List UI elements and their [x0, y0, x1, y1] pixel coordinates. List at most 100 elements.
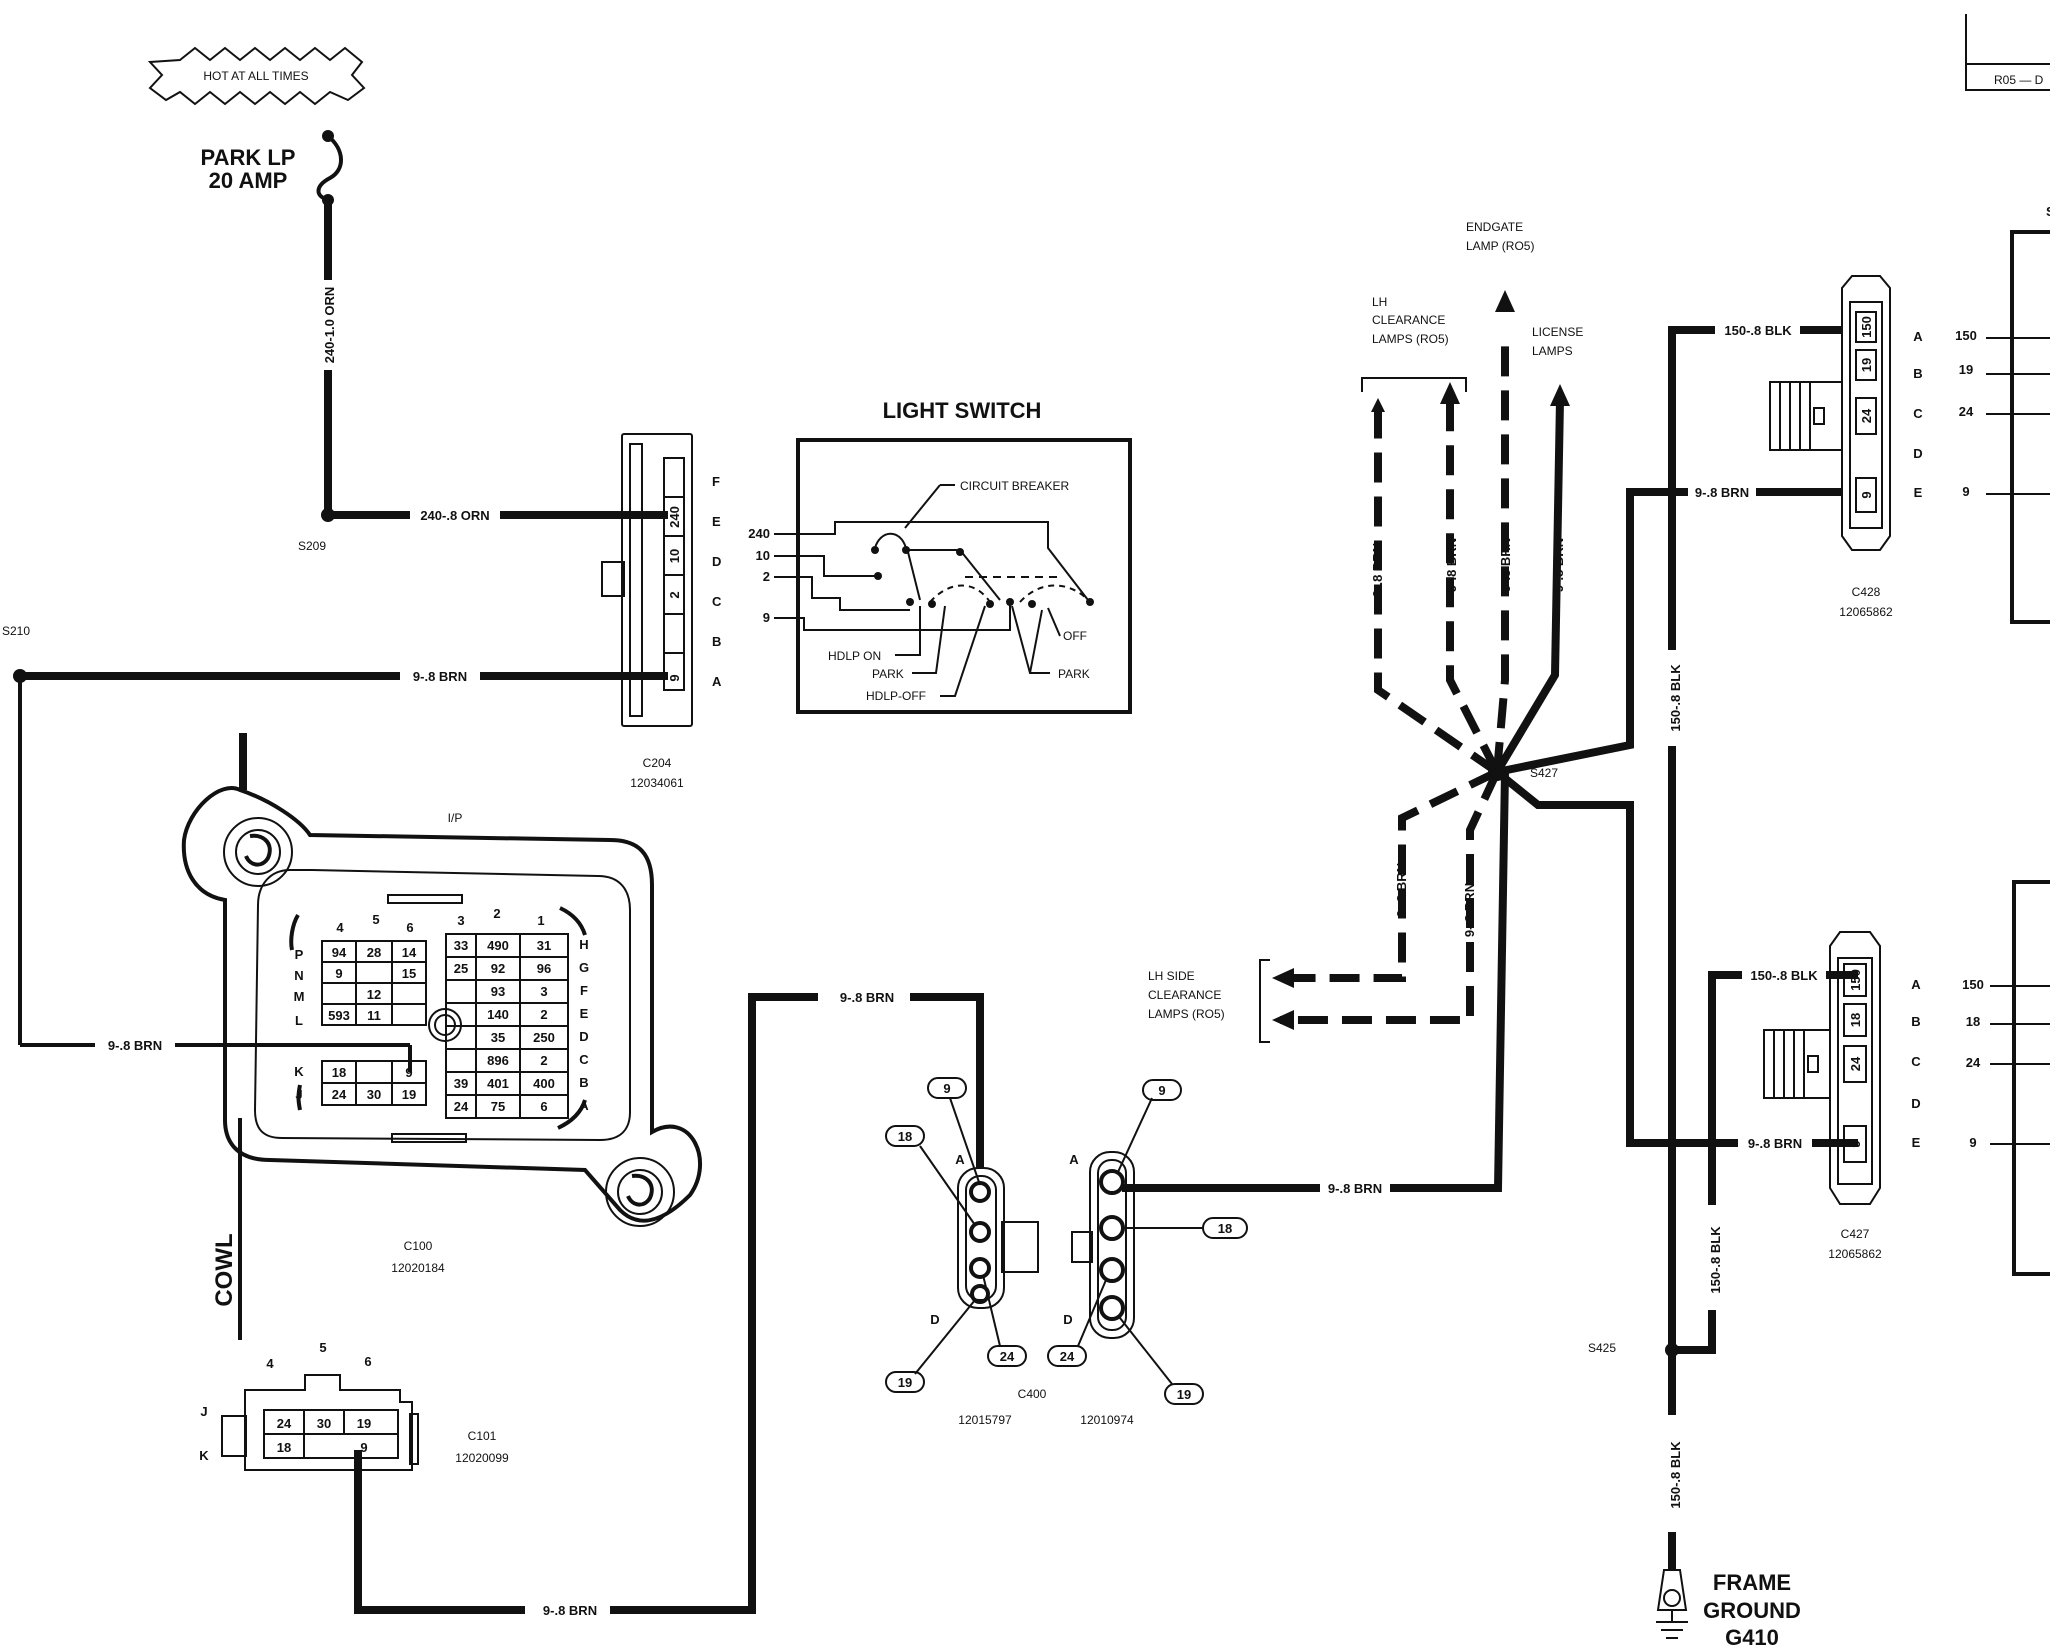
c100-cowl-label: COWL: [211, 1233, 238, 1306]
c100-cell-93: 93: [491, 984, 505, 999]
endgate-label-1: ENDGATE: [1466, 220, 1523, 234]
c204-name: C204: [643, 756, 672, 770]
hot-badge-text: HOT AT ALL TIMES: [203, 69, 308, 83]
c204-row-a: A: [712, 674, 722, 689]
c100-cell-2c: 2: [540, 1053, 547, 1068]
c100-cell-2e: 2: [540, 1007, 547, 1022]
c100-cell-401: 401: [487, 1076, 509, 1091]
c100-row-p: P: [295, 947, 304, 962]
c100-top-1: 1: [537, 913, 544, 928]
c100-row-f: F: [580, 983, 588, 998]
c100-row-n: N: [294, 968, 303, 983]
c101-row-j: J: [200, 1404, 207, 1419]
connector-c204: F E D C B A 240 10 2 9 C204 12034061: [601, 433, 722, 790]
c100-row-d: D: [579, 1029, 588, 1044]
c100-cell-593: 593: [328, 1008, 350, 1023]
c427-cell-24: 24: [1848, 1056, 1863, 1071]
c400-left-tag-19: 19: [898, 1375, 912, 1390]
c101-cell-18: 18: [277, 1440, 291, 1455]
hot-at-all-times-badge: HOT AT ALL TIMES: [147, 46, 366, 106]
c204-cell-2: 2: [667, 591, 682, 598]
c100-cell-35: 35: [491, 1030, 505, 1045]
wire-240-vertical-label: 240-1.0 ORN: [322, 287, 337, 364]
lh-side-label-3: LAMPS (RO5): [1148, 1007, 1225, 1021]
c100-cell-33: 33: [454, 938, 468, 953]
c204-row-b: B: [712, 634, 721, 649]
c100-row-l: L: [295, 1013, 303, 1028]
license-label-2: LAMPS: [1532, 344, 1573, 358]
c100-cell-490: 490: [487, 938, 509, 953]
light-switch: LIGHT SWITCH 240 10 2 9 CIRCUIT BREAKER …: [748, 398, 1132, 714]
fuse-rating: 20 AMP: [209, 168, 288, 193]
wire-9-label-c428: 9-.8 BRN: [1695, 485, 1749, 500]
fuse-element: [316, 134, 343, 202]
ground-label-3: G410: [1725, 1625, 1779, 1648]
endgate-label-2: LAMP (RO5): [1466, 239, 1534, 253]
c100-row-m: M: [294, 989, 305, 1004]
ground-label-2: GROUND: [1703, 1598, 1801, 1623]
c427-cell-150: 150: [1848, 969, 1863, 991]
c428-cell-150: 150: [1859, 316, 1874, 338]
wire-9-label-c400: 9-.8 BRN: [840, 990, 894, 1005]
wire-9-label-lh-clear-1: 9-.8 BRN: [1370, 543, 1385, 597]
c100-top-4: 4: [336, 920, 344, 935]
c204-row-f: F: [712, 474, 720, 489]
c428-cell-9: 9: [1859, 491, 1874, 498]
c427-right-150: 150: [1962, 977, 1984, 992]
c428-right-150: 150: [1955, 328, 1977, 343]
c400-name: C400: [1018, 1387, 1047, 1401]
c427-row-c: C: [1911, 1054, 1921, 1069]
ls-input-9: 9: [763, 610, 770, 625]
c100-cell-250: 250: [533, 1030, 555, 1045]
c100-cell-6: 6: [540, 1099, 547, 1114]
connector-c100: COWL I/P 4 5 6 3 2 1 P N M L K J: [181, 733, 702, 1340]
lh-clearance-label-1: LH: [1372, 295, 1387, 309]
c204-cell-240: 240: [667, 506, 682, 528]
c400-left-tag-24: 24: [1000, 1349, 1015, 1364]
ground-label-1: FRAME: [1713, 1570, 1791, 1595]
c100-cell-28: 28: [367, 945, 381, 960]
c100-cell-9n: 9: [335, 966, 342, 981]
lh-clearance-label-2: CLEARANCE: [1372, 313, 1445, 327]
c100-cell-11: 11: [367, 1008, 381, 1023]
lh-side-label-1: LH SIDE: [1148, 969, 1195, 983]
c101-cell-24: 24: [277, 1416, 292, 1431]
c427-row-b: B: [1911, 1014, 1920, 1029]
c101-top-4: 4: [266, 1356, 274, 1371]
c100-cell-3: 3: [540, 984, 547, 999]
c100-cell-24b: 24: [454, 1099, 469, 1114]
c100-cell-896: 896: [487, 1053, 509, 1068]
c100-row-h: H: [579, 937, 588, 952]
c101-top-6: 6: [364, 1354, 371, 1369]
c204-part: 12034061: [630, 776, 684, 790]
corner-box-text: R05 — D: [1994, 73, 2044, 87]
connector-c427: 150 18 24 9 A B C D E 150 18 24 9 C427 1…: [1763, 931, 2050, 1261]
c101-cell-19: 19: [357, 1416, 371, 1431]
c100-cell-94: 94: [332, 945, 347, 960]
c100-cell-19: 19: [402, 1087, 416, 1102]
c427-right-9: 9: [1969, 1135, 1976, 1150]
c100-cell-25: 25: [454, 961, 468, 976]
wire-150-label-c428: 150-.8 BLK: [1724, 323, 1792, 338]
c100-cell-12: 12: [367, 987, 381, 1002]
c428-row-a: A: [1913, 329, 1923, 344]
c100-top-6: 6: [406, 920, 413, 935]
c100-row-k: K: [294, 1064, 304, 1079]
c100-top-2: 2: [493, 906, 500, 921]
wire-150-label-c427: 150-.8 BLK: [1750, 968, 1818, 983]
wire-150-label-trunk: 150-.8 BLK: [1668, 664, 1683, 732]
c428-row-c: C: [1913, 406, 1923, 421]
ls-hdlp-on: HDLP ON: [828, 649, 881, 663]
c427-row-d: D: [1911, 1096, 1920, 1111]
wire-9-label-endgate: 9-.8 BRN: [1498, 538, 1513, 592]
wire-150-label-ground: 150-.8 BLK: [1668, 1441, 1683, 1509]
c100-cell-24: 24: [332, 1087, 347, 1102]
c400-left-row-a: A: [955, 1152, 965, 1167]
connector-c428: 150 19 24 9 A B C D E 150 19 24 9 C428 1…: [1769, 275, 2050, 619]
light-switch-title: LIGHT SWITCH: [883, 398, 1042, 423]
wire-9-label-s427-in: 9-.8 BRN: [1328, 1181, 1382, 1196]
c400-right-tag-9: 9: [1158, 1083, 1165, 1098]
c428-cell-19: 19: [1859, 358, 1874, 372]
c428-row-e: E: [1914, 485, 1923, 500]
ls-input-2: 2: [763, 569, 770, 584]
